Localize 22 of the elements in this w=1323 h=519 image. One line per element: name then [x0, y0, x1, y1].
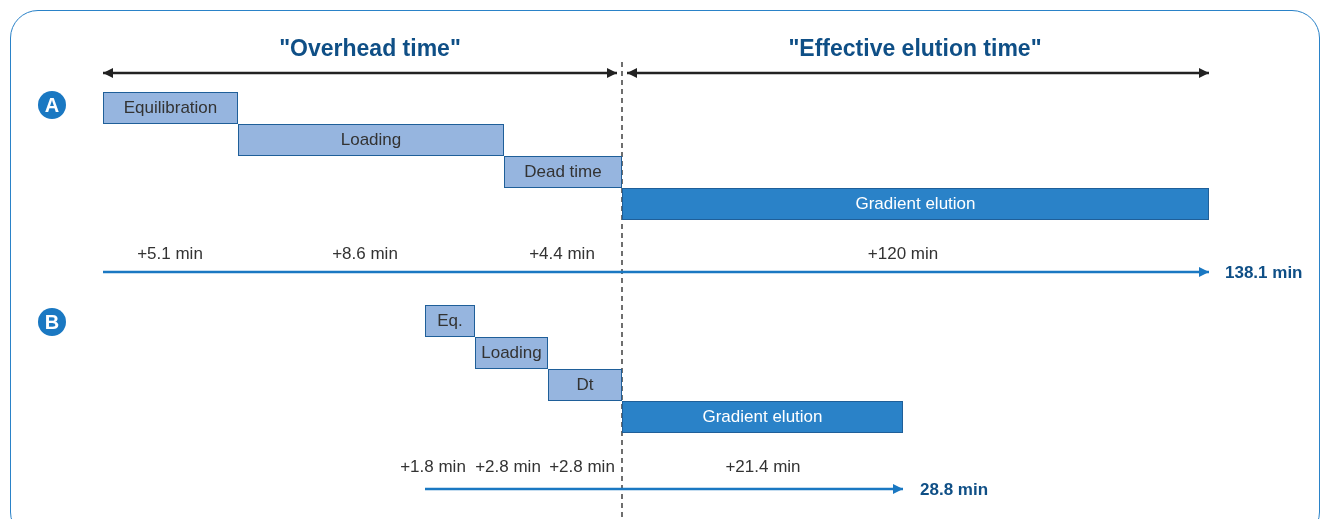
duration-label: +2.8 min	[549, 457, 615, 477]
duration-label: +21.4 min	[725, 457, 801, 477]
timeline-bar: Loading	[238, 124, 504, 156]
timeline-bar: Loading	[475, 337, 548, 369]
duration-label: +120 min	[867, 244, 939, 264]
timeline-bar: Equilibration	[103, 92, 238, 124]
timeline-bar: Gradient elution	[622, 188, 1209, 220]
panel-badge: A	[38, 91, 66, 119]
panel-badge: B	[38, 308, 66, 336]
total-time-label: 138.1 min	[1225, 263, 1303, 283]
timeline-bar: Dt	[548, 369, 622, 401]
timeline-bar: Gradient elution	[622, 401, 903, 433]
duration-label: +2.8 min	[475, 457, 541, 477]
total-time-label: 28.8 min	[920, 480, 989, 500]
timeline-bar: Eq.	[425, 305, 475, 337]
duration-label: +5.1 min	[137, 244, 203, 264]
section-heading: "Effective elution time"	[788, 34, 1042, 62]
timeline-bar: Dead time	[504, 156, 622, 188]
section-heading: "Overhead time"	[279, 34, 461, 62]
duration-label: +8.6 min	[332, 244, 398, 264]
duration-label: +4.4 min	[529, 244, 595, 264]
duration-label: +1.8 min	[400, 457, 466, 477]
